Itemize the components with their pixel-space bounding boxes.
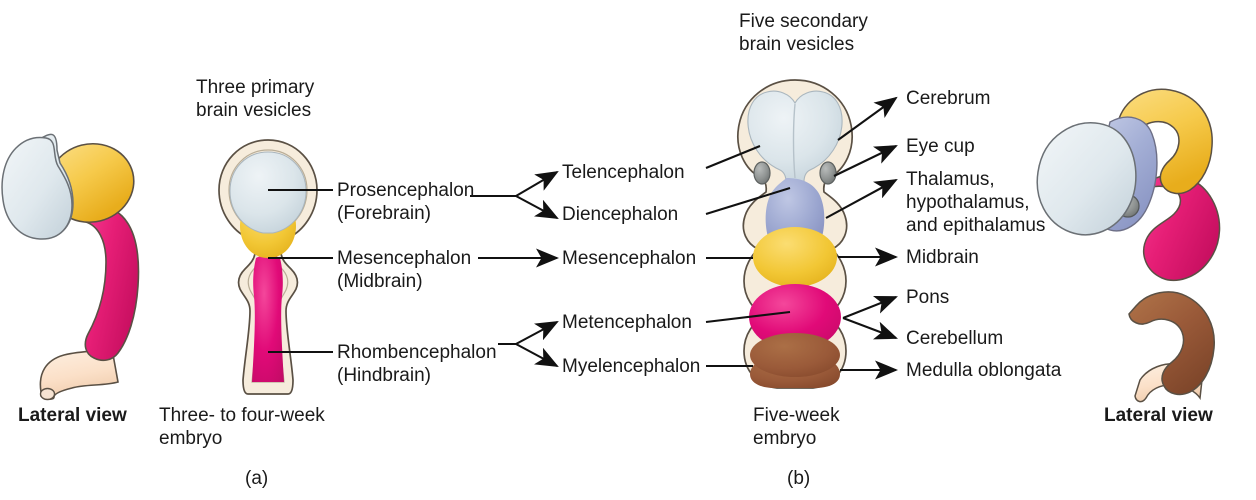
leader-cerebrum (837, 96, 898, 141)
leader-diencephalon-art (705, 186, 791, 216)
label-medulla-oblongata: Medulla oblongata (906, 360, 1062, 381)
eye-cup-left (753, 161, 771, 185)
five-vesicle-embryo (737, 79, 853, 389)
leader-eye-cup (833, 145, 898, 177)
label-pons: Pons (906, 287, 950, 308)
caption-embryo-b: Five-week embryo (753, 405, 840, 449)
label-rhombencephalon-common: (Hindbrain) (337, 365, 431, 386)
three-primary-vesicles-heading: Three primary brain vesicles (196, 77, 315, 121)
label-myelencephalon: Myelencephalon (562, 356, 701, 377)
label-midbrain: Midbrain (906, 247, 979, 268)
label-diencephalon: Diencephalon (562, 204, 679, 225)
label-telencephalon: Telencephalon (562, 162, 685, 183)
left-lateral-brain (1, 133, 140, 401)
three-vesicle-embryo (218, 139, 318, 395)
panel-letter-b: (b) (787, 468, 811, 489)
label-cerebellum: Cerebellum (906, 328, 1004, 349)
label-cerebrum: Cerebrum (906, 88, 991, 109)
five-secondary-vesicles-heading: Five secondary brain vesicles (739, 11, 868, 55)
leader-cerebellum (842, 317, 898, 340)
label-rhombencephalon: Rhombencephalon (337, 342, 497, 363)
label-prosencephalon-common: (Forebrain) (337, 203, 431, 224)
leader-lines (268, 96, 899, 380)
label-mesencephalon-secondary: Mesencephalon (562, 248, 697, 269)
leader-pons (842, 295, 898, 319)
branch-metencephalon (515, 321, 559, 345)
label-mesencephalon-primary-common: (Midbrain) (337, 271, 423, 292)
right-lateral-brain (1036, 88, 1221, 403)
label-thalamus-group: Thalamus, hypothalamus, and epithalamus (906, 169, 1046, 236)
branch-telencephalon (515, 170, 559, 197)
leader-thalamus (825, 178, 898, 219)
leader-metencephalon-art (705, 310, 791, 324)
branch-myelencephalon (515, 343, 559, 367)
caption-lateral-view-right: Lateral view (1104, 405, 1213, 426)
label-mesencephalon-primary: Mesencephalon (337, 248, 472, 269)
label-prosencephalon: Prosencephalon (337, 180, 475, 201)
leader-telencephalon-art (705, 145, 761, 169)
eye-cup-right (819, 161, 837, 185)
caption-lateral-view-left: Lateral view (18, 405, 127, 426)
label-metencephalon: Metencephalon (562, 312, 692, 333)
branch-diencephalon (515, 195, 559, 219)
label-eye-cup: Eye cup (906, 136, 975, 157)
caption-embryo-a: Three- to four-week embryo (159, 405, 325, 449)
panel-letter-a: (a) (245, 468, 269, 489)
